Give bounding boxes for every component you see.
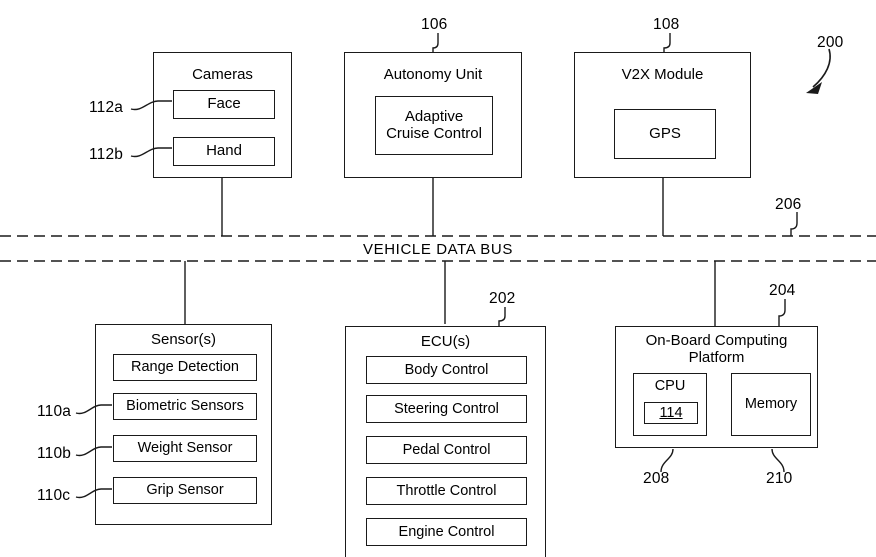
- leader-208: [660, 448, 674, 473]
- ref-112a: 112a: [89, 99, 124, 116]
- leader-202: [498, 307, 506, 326]
- gps-label: GPS: [649, 124, 681, 142]
- group-sensors: Sensor(s) Range Detection Biometric Sens…: [95, 324, 272, 525]
- ref-204: 204: [769, 282, 796, 299]
- ref-206: 206: [775, 196, 802, 213]
- ref-112b: 112b: [89, 146, 124, 163]
- memory-box[interactable]: Memory: [731, 373, 811, 436]
- ref-208: 208: [643, 470, 670, 487]
- ecu-engine-control-label: Engine Control: [398, 523, 495, 540]
- group-autonomy-unit-title: Autonomy Unit: [383, 66, 483, 83]
- sensor-grip-label: Grip Sensor: [146, 482, 224, 499]
- leader-206: [790, 212, 798, 236]
- vehicle-data-bus-label: VEHICLE DATA BUS: [363, 241, 513, 258]
- ref-210: 210: [766, 470, 793, 487]
- camera-hand-box[interactable]: Hand: [173, 137, 275, 166]
- ecu-pedal-control-box[interactable]: Pedal Control: [366, 436, 527, 464]
- group-cameras-title: Cameras: [192, 66, 253, 83]
- cpu-box[interactable]: CPU 114: [633, 373, 707, 436]
- leader-204: [778, 299, 786, 326]
- ref-202: 202: [489, 290, 516, 307]
- adaptive-cruise-control-label: Adaptive Cruise Control: [386, 107, 482, 142]
- camera-face-label: Face: [207, 95, 241, 113]
- camera-hand-label: Hand: [206, 142, 242, 160]
- group-onboard-computing-platform: On-Board Computing Platform CPU 114 Memo…: [615, 326, 818, 448]
- sensor-range-detection-box[interactable]: Range Detection: [113, 354, 257, 381]
- group-autonomy-unit: Autonomy Unit Adaptive Cruise Control: [344, 52, 522, 178]
- ref-110c: 110c: [37, 487, 71, 504]
- ecu-throttle-control-label: Throttle Control: [396, 482, 497, 499]
- ecu-engine-control-box[interactable]: Engine Control: [366, 518, 527, 546]
- sensor-weight-box[interactable]: Weight Sensor: [113, 435, 257, 462]
- sensor-biometric-box[interactable]: Biometric Sensors: [113, 393, 257, 420]
- group-sensors-title: Sensor(s): [150, 331, 217, 348]
- gps-box[interactable]: GPS: [614, 109, 716, 159]
- ref-108: 108: [653, 16, 680, 33]
- cpu-ref-114-box: 114: [644, 402, 698, 424]
- group-platform-title: On-Board Computing Platform: [645, 332, 788, 366]
- leader-210: [771, 448, 785, 473]
- group-v2x-module-title: V2X Module: [621, 66, 704, 83]
- sensor-biometric-label: Biometric Sensors: [126, 398, 244, 415]
- group-v2x-module: V2X Module GPS: [574, 52, 751, 178]
- leader-108: [663, 33, 671, 52]
- camera-face-box[interactable]: Face: [173, 90, 275, 119]
- group-cameras: Cameras Face Hand: [153, 52, 292, 178]
- sensor-grip-box[interactable]: Grip Sensor: [113, 477, 257, 504]
- ref-110b: 110b: [37, 445, 72, 462]
- ref-200: 200: [817, 34, 844, 51]
- group-ecus: ECU(s) Body Control Steering Control Ped…: [345, 326, 546, 557]
- adaptive-cruise-control-box[interactable]: Adaptive Cruise Control: [375, 96, 493, 155]
- ref-106: 106: [421, 16, 448, 33]
- cpu-label: CPU: [654, 378, 686, 394]
- memory-label: Memory: [744, 396, 798, 413]
- ecu-body-control-box[interactable]: Body Control: [366, 356, 527, 384]
- leader-106: [432, 33, 439, 52]
- ecu-throttle-control-box[interactable]: Throttle Control: [366, 477, 527, 505]
- ecu-steering-control-box[interactable]: Steering Control: [366, 395, 527, 423]
- cpu-ref-114-label: 114: [659, 404, 683, 421]
- ecu-body-control-label: Body Control: [404, 361, 489, 378]
- arrow-200-head: [806, 82, 822, 94]
- sensor-range-detection-label: Range Detection: [130, 359, 239, 376]
- arrow-200-curve: [812, 48, 831, 88]
- ecu-steering-control-label: Steering Control: [394, 400, 499, 417]
- sensor-weight-label: Weight Sensor: [137, 440, 233, 457]
- ecu-pedal-control-label: Pedal Control: [402, 441, 491, 458]
- ref-110a: 110a: [37, 403, 72, 420]
- group-ecus-title: ECU(s): [420, 333, 471, 350]
